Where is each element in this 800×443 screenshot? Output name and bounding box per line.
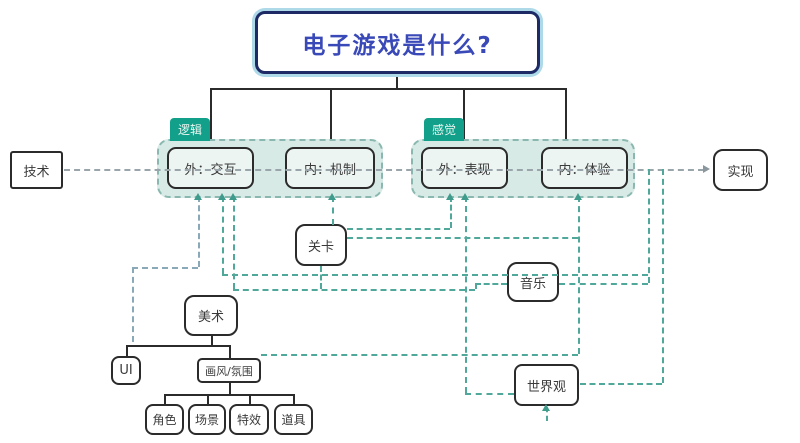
node-mechanism-label: 内：机制 — [303, 162, 356, 178]
arrow-right-icon — [703, 165, 710, 173]
connector-line — [210, 88, 566, 90]
connector-line — [164, 394, 166, 405]
arrow-up-icon — [542, 404, 550, 411]
connector-line — [126, 345, 230, 347]
group-tag-feeling: 感觉 — [424, 118, 465, 141]
node-experience[interactable]: 内：体验 — [541, 147, 628, 189]
node-style-label: 画风/氛围 — [205, 364, 253, 378]
root-node-title-label: 电子游戏是什么? — [302, 32, 493, 59]
node-presentation[interactable]: 外：表现 — [421, 147, 508, 189]
node-interaction[interactable]: 外：交互 — [167, 147, 254, 189]
node-character-label: 角色 — [152, 413, 177, 427]
node-art-label: 美术 — [197, 310, 224, 325]
arrow-up-icon — [218, 193, 226, 200]
connector-line — [222, 274, 648, 276]
node-tech[interactable]: 技术 — [10, 151, 63, 189]
connector-line — [211, 336, 213, 346]
arrow-up-icon — [229, 193, 237, 200]
connector-line — [565, 88, 567, 148]
node-art[interactable]: 美术 — [184, 295, 238, 336]
connector-line — [475, 283, 477, 289]
node-worldview[interactable]: 世界观 — [514, 364, 579, 406]
connector-line — [580, 383, 662, 385]
node-impl-label: 实现 — [727, 164, 754, 180]
node-level-label: 关卡 — [307, 239, 334, 255]
connector-line — [64, 169, 704, 171]
node-scene-label: 场景 — [194, 413, 219, 427]
connector-line — [332, 196, 334, 225]
node-experience-label: 内：体验 — [558, 162, 611, 178]
node-presentation-label: 外：表现 — [438, 162, 491, 178]
connector-line — [249, 394, 251, 405]
node-effects[interactable]: 特效 — [229, 404, 269, 435]
connector-line — [662, 169, 664, 383]
node-props[interactable]: 道具 — [274, 404, 313, 435]
connector-line — [229, 383, 231, 394]
node-music-label: 音乐 — [519, 276, 546, 292]
connector-line — [164, 394, 293, 396]
node-character[interactable]: 角色 — [145, 404, 184, 435]
connector-line — [347, 237, 578, 239]
node-props-label: 道具 — [281, 413, 306, 427]
connector-line — [578, 196, 580, 354]
group-tag-logic-label: 逻辑 — [178, 123, 203, 137]
node-impl[interactable]: 实现 — [713, 149, 768, 191]
node-ui-label: UI — [119, 363, 133, 378]
connector-line — [229, 345, 231, 359]
arrow-up-icon — [328, 193, 336, 200]
connector-line — [330, 88, 332, 148]
connector-line — [261, 354, 578, 356]
node-effects-label: 特效 — [236, 413, 261, 427]
connector-line — [450, 196, 452, 228]
node-music[interactable]: 音乐 — [507, 262, 559, 302]
connector-line — [648, 169, 650, 283]
connector-line — [132, 267, 198, 269]
connector-line — [233, 289, 475, 291]
connector-line — [546, 407, 548, 421]
arrow-up-icon — [574, 193, 582, 200]
node-ui[interactable]: UI — [111, 356, 141, 385]
connector-line — [475, 283, 507, 285]
connector-line — [210, 88, 212, 148]
connector-line — [463, 88, 465, 148]
connector-line — [132, 267, 134, 342]
node-mechanism[interactable]: 内：机制 — [285, 147, 375, 189]
node-tech-label: 技术 — [23, 164, 50, 180]
connector-line — [347, 228, 450, 230]
connector-line — [233, 196, 235, 289]
node-interaction-label: 外：交互 — [184, 162, 237, 178]
connector-line — [198, 196, 200, 267]
connector-line — [465, 393, 514, 395]
node-scene[interactable]: 场景 — [188, 404, 226, 435]
connector-line — [126, 345, 128, 357]
connector-line — [465, 196, 467, 393]
group-tag-feeling-label: 感觉 — [432, 123, 457, 137]
connector-line — [396, 74, 398, 89]
connector-line — [207, 394, 209, 405]
group-tag-logic: 逻辑 — [170, 118, 211, 141]
root-node-title[interactable]: 电子游戏是什么? — [255, 11, 540, 74]
connector-line — [559, 283, 648, 285]
node-style[interactable]: 画风/氛围 — [197, 358, 261, 383]
connector-line — [222, 196, 224, 274]
arrow-up-icon — [461, 193, 469, 200]
arrow-up-icon — [194, 193, 202, 200]
connector-line — [293, 394, 295, 405]
node-level[interactable]: 关卡 — [295, 224, 347, 266]
connector-line — [320, 266, 322, 289]
node-worldview-label: 世界观 — [526, 379, 566, 395]
arrow-up-icon — [446, 193, 454, 200]
